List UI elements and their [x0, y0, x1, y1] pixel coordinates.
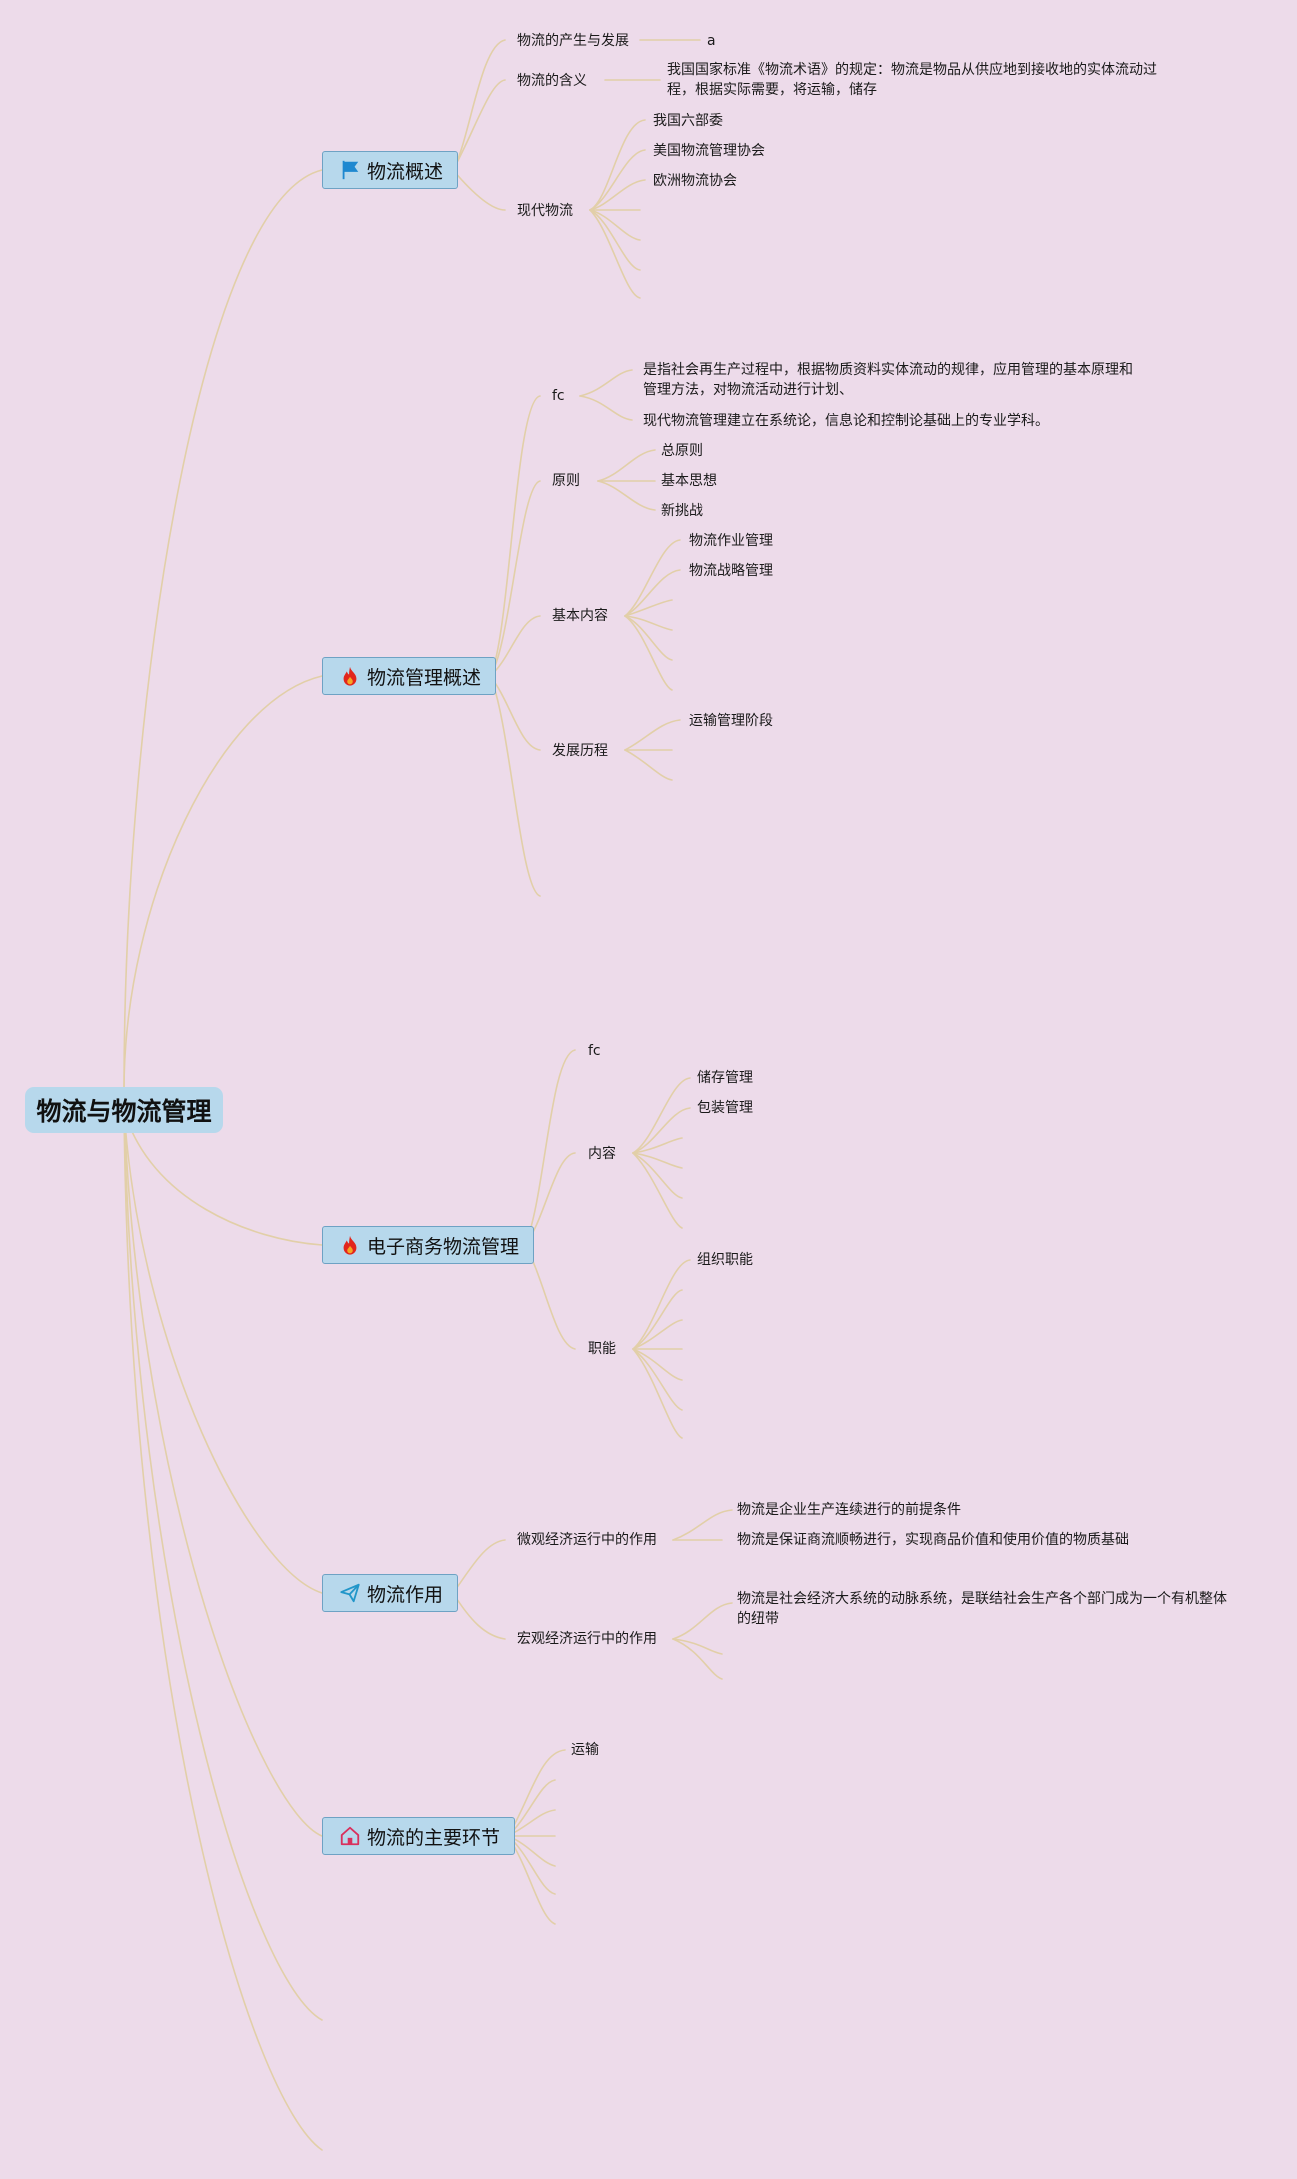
topic-fc-modern[interactable]: 现代物流管理建立在系统论，信息论和控制论基础上的专业学科。	[643, 413, 1049, 429]
flag-icon	[339, 159, 361, 181]
topic-meaning[interactable]: 物流的含义	[517, 73, 587, 89]
topic-history[interactable]: 发展历程	[552, 743, 608, 759]
topic-transport-stage[interactable]: 运输管理阶段	[689, 713, 773, 729]
topic-strategy-management[interactable]: 物流战略管理	[689, 563, 773, 579]
branch-label: 物流的主要环节	[367, 1826, 501, 1849]
topic-storage-management[interactable]: 储存管理	[697, 1070, 753, 1086]
topic-ec-content[interactable]: 内容	[588, 1146, 616, 1162]
topic-micro-economy-role[interactable]: 微观经济运行中的作用	[517, 1532, 657, 1548]
topic-ec-fc[interactable]: fc	[588, 1043, 601, 1059]
root-topic[interactable]: 物流与物流管理	[25, 1087, 223, 1133]
topic-fc[interactable]: fc	[552, 388, 565, 404]
topic-macro-artery[interactable]: 物流是社会经济大系统的动脉系统，是联结社会生产各个部门成为一个有机整体的纽带	[737, 1591, 1227, 1627]
topic-basic-idea[interactable]: 基本思想	[661, 473, 717, 489]
branch-logistics-overview[interactable]: 物流概述	[322, 151, 459, 189]
topic-basic-content[interactable]: 基本内容	[552, 608, 608, 624]
topic-operation-management[interactable]: 物流作业管理	[689, 533, 773, 549]
topic-functions[interactable]: 职能	[588, 1341, 616, 1357]
fire-icon	[339, 665, 361, 687]
fire-icon	[339, 1234, 361, 1256]
topic-meaning-definition[interactable]: 我国国家标准《物流术语》的规定：物流是物品从供应地到接收地的实体流动过程，根据实…	[667, 62, 1157, 98]
topic-micro-foundation[interactable]: 物流是保证商流顺畅进行，实现商品价值和使用价值的物质基础	[737, 1532, 1129, 1548]
topic-us-logistics-association[interactable]: 美国物流管理协会	[653, 143, 765, 159]
topic-origin-development[interactable]: 物流的产生与发展	[517, 33, 629, 49]
branch-label: 物流作用	[367, 1583, 444, 1606]
topic-eu-logistics-association[interactable]: 欧洲物流协会	[653, 173, 737, 189]
branch-logistics-role[interactable]: 物流作用	[322, 1574, 459, 1612]
topic-general-principle[interactable]: 总原则	[661, 443, 703, 459]
topic-macro-economy-role[interactable]: 宏观经济运行中的作用	[517, 1631, 657, 1647]
topic-six-ministries[interactable]: 我国六部委	[653, 113, 723, 129]
topic-principles[interactable]: 原则	[552, 473, 580, 489]
branch-main-logistics-links[interactable]: 物流的主要环节	[322, 1817, 516, 1855]
topic-modern-logistics[interactable]: 现代物流	[517, 203, 573, 219]
topic-organization-function[interactable]: 组织职能	[697, 1252, 753, 1268]
branch-ecommerce-logistics-management[interactable]: 电子商务物流管理	[322, 1226, 535, 1264]
topic-packaging-management[interactable]: 包装管理	[697, 1100, 753, 1116]
send-icon	[339, 1582, 361, 1604]
topic-new-challenge[interactable]: 新挑战	[661, 503, 703, 519]
topic-micro-premise[interactable]: 物流是企业生产连续进行的前提条件	[737, 1502, 961, 1518]
branch-logistics-management-overview[interactable]: 物流管理概述	[322, 657, 497, 695]
topic-origin-a[interactable]: a	[707, 33, 716, 49]
topic-transportation[interactable]: 运输	[571, 1742, 599, 1758]
branch-label: 电子商务物流管理	[367, 1235, 520, 1258]
branch-label: 物流概述	[367, 160, 444, 183]
topic-fc-definition[interactable]: 是指社会再生产过程中，根据物质资料实体流动的规律，应用管理的基本原理和管理方法，…	[643, 362, 1133, 398]
home-icon	[339, 1825, 361, 1847]
branch-label: 物流管理概述	[367, 666, 482, 689]
